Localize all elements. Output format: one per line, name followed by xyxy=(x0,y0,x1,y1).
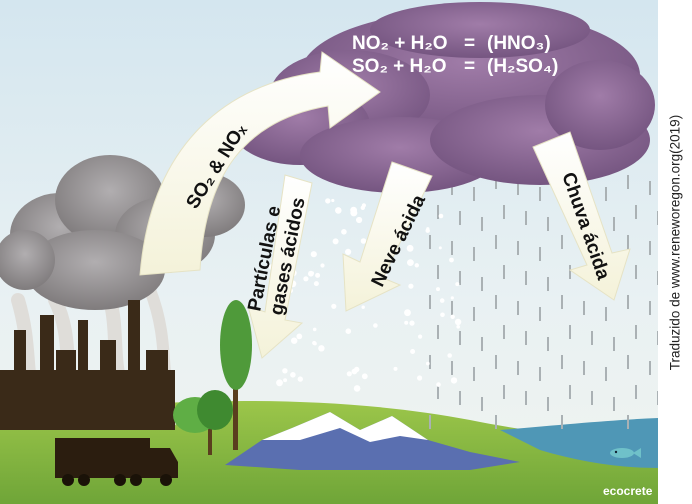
snow-flake xyxy=(312,327,317,332)
snow-flake xyxy=(282,368,288,374)
snow-flake xyxy=(440,312,445,318)
snow-flake xyxy=(320,263,325,268)
snow-flake xyxy=(455,282,460,287)
snow-flake xyxy=(351,368,358,375)
chemical-equations: NO₂ + H₂O = (HNO₃) SO₂ + H₂O = (H₂SO₄) xyxy=(352,33,558,77)
snow-flake xyxy=(356,216,363,224)
scene-illustration: NO₂ + H₂O = (HNO₃) SO₂ + H₂O = (H₂SO₄) S… xyxy=(0,0,658,504)
snow-flake xyxy=(450,377,458,384)
snow-flake xyxy=(312,340,317,346)
equation-nitric-eq: = xyxy=(464,33,475,54)
snow-flake xyxy=(373,323,378,328)
snow-flake xyxy=(332,238,339,245)
snow-flake xyxy=(283,378,288,383)
snow-flake xyxy=(393,366,398,371)
snow-flake xyxy=(310,271,314,275)
equation-nitric-rhs: (HNO₃) xyxy=(487,33,551,54)
snow-flake xyxy=(360,238,367,244)
snow-flake xyxy=(407,259,414,266)
snow-flake xyxy=(361,305,365,309)
snow-flake xyxy=(426,361,430,366)
snow-flake xyxy=(425,228,430,233)
snow-flake xyxy=(345,328,352,335)
snow-flake xyxy=(350,206,357,214)
snow-flake xyxy=(404,320,409,325)
snow-arrow xyxy=(342,161,433,312)
snow-flake xyxy=(331,303,337,309)
snow-flake xyxy=(290,372,296,378)
snow-flake xyxy=(438,246,442,250)
acid-cloud xyxy=(230,2,655,193)
equation-sulfuric-rhs: (H₂SO₄) xyxy=(487,56,558,77)
snow-flake xyxy=(450,314,455,319)
snow-flake xyxy=(436,287,440,292)
equation-sulfuric-eq: = xyxy=(464,56,475,77)
snow-flake xyxy=(310,251,317,258)
snow-flake xyxy=(449,257,454,263)
snow-flake xyxy=(456,325,461,329)
snow-flake xyxy=(318,345,325,352)
credit-strip: Traduzido de www.reneworegon.org(2019) xyxy=(658,0,692,504)
equation-sulfuric-lhs: SO₂ + H₂O xyxy=(352,56,447,77)
snow-flake xyxy=(404,309,411,317)
snow-flake xyxy=(360,205,365,210)
mountains xyxy=(225,412,520,470)
snow-flake xyxy=(345,248,352,255)
snow-flake xyxy=(438,213,444,219)
snow-flake xyxy=(361,373,368,380)
snow-flake xyxy=(276,379,283,387)
truck xyxy=(55,438,178,486)
snow-flake xyxy=(346,371,352,377)
snow-flake xyxy=(406,244,414,252)
trees xyxy=(173,300,252,455)
snow-flake xyxy=(331,198,335,203)
snow-flake xyxy=(439,298,445,303)
snow-flake xyxy=(335,207,342,214)
snow-flake xyxy=(418,334,423,339)
snow-flake xyxy=(450,296,454,300)
fish-icon xyxy=(610,448,641,458)
source-credit: Traduzido de www.reneworegon.org(2019) xyxy=(667,114,683,371)
snow-flake xyxy=(297,376,303,382)
snow-flake xyxy=(447,353,453,358)
snow-flake xyxy=(291,337,298,344)
snow-flake xyxy=(409,320,415,326)
snow-flake xyxy=(303,276,309,282)
snow-flake xyxy=(341,229,347,235)
snow-flake xyxy=(414,263,419,268)
factory xyxy=(0,300,175,430)
particles-arrow xyxy=(247,174,313,359)
rain-arrow xyxy=(532,131,631,301)
snow-flake xyxy=(353,385,361,392)
ecocrete-watermark: ecocrete xyxy=(603,484,653,498)
emission-arrow xyxy=(139,51,381,276)
snow-flake xyxy=(408,283,414,289)
snow-flake xyxy=(313,281,319,287)
snow-flake xyxy=(315,272,321,278)
snow-flake xyxy=(296,333,303,340)
snow-flake xyxy=(325,198,331,204)
snow-flake xyxy=(436,382,441,387)
snow-flake xyxy=(410,349,416,354)
snow-flake xyxy=(454,318,462,326)
equation-nitric-lhs: NO₂ + H₂O xyxy=(352,33,448,54)
snow-flake xyxy=(417,375,423,381)
